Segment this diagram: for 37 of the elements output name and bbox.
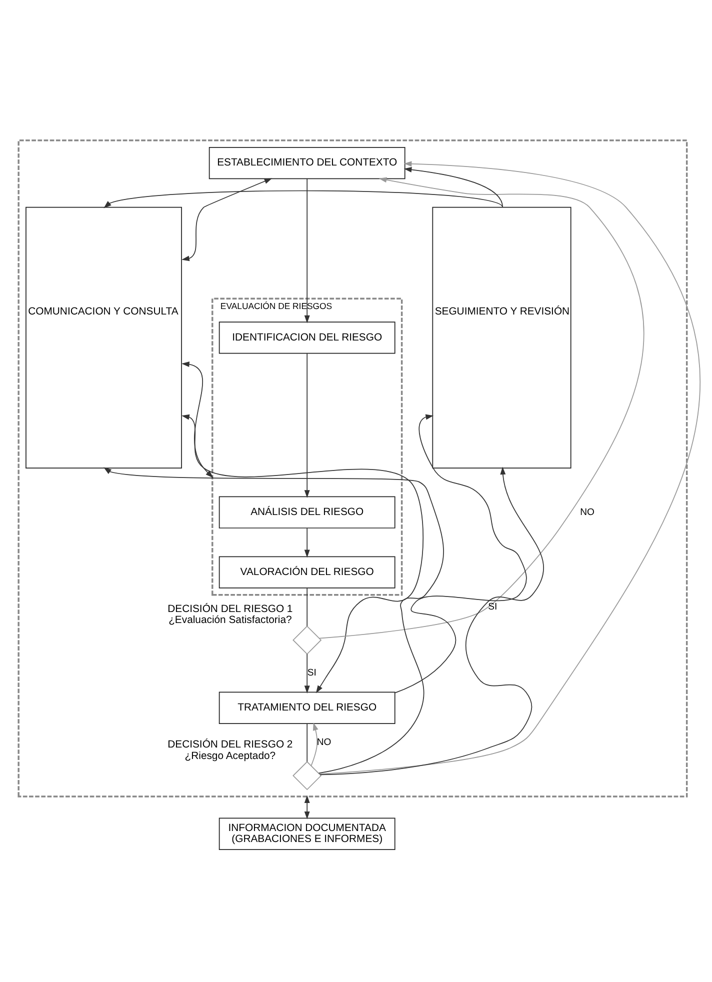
connector [306, 722, 308, 762]
arrow [304, 352, 310, 498]
arrow [304, 653, 310, 693]
node-box: COMUNICACION Y CONSULTA [26, 206, 182, 468]
node-diamond [292, 625, 322, 654]
node-label: ¿Riesgo Aceptado? [184, 750, 276, 762]
arrow [394, 414, 527, 693]
node-label: DECISIÓN DEL RIESGO 1 [168, 603, 293, 614]
arrow [304, 178, 310, 323]
edge-label: SI [488, 601, 498, 612]
arrow [182, 361, 214, 478]
arrow [304, 794, 310, 819]
node-label: ¿Evaluación Satisfactoria? [168, 614, 292, 626]
arrow [304, 527, 310, 558]
node-diamond [292, 760, 322, 790]
arrow [182, 178, 272, 261]
node-box: ANÁLISIS DEL RIESGO [218, 496, 396, 528]
edge-label: NO [316, 736, 332, 748]
arrow [182, 414, 424, 693]
node-box: TRATAMIENTO DEL RIESGO [218, 691, 396, 724]
arrow [404, 166, 504, 208]
arrow [318, 176, 644, 638]
node-box: IDENTIFICACION DEL RIESGO [218, 321, 396, 354]
node-box: INFORMACION DOCUMENTADA (GRABACIONES E INFORMES) [218, 817, 396, 850]
arrow [104, 190, 504, 208]
edge-label: SI [307, 667, 316, 678]
node-box: VALORACIÓN DEL RIESGO [218, 556, 396, 588]
node-box: SEGUIMIENTO Y REVISIÓN [432, 206, 572, 468]
cluster [18, 139, 688, 797]
arrow [319, 160, 701, 774]
edge-label: NO [580, 506, 595, 518]
arrow [104, 466, 444, 774]
arrow [310, 722, 318, 766]
node-box: ESTABLECIMIENTO DEL CONTEXTO [208, 146, 406, 179]
node-label: DECISIÓN DEL RIESGO 2 [168, 739, 293, 750]
arrow [320, 466, 544, 775]
connector [306, 587, 308, 626]
